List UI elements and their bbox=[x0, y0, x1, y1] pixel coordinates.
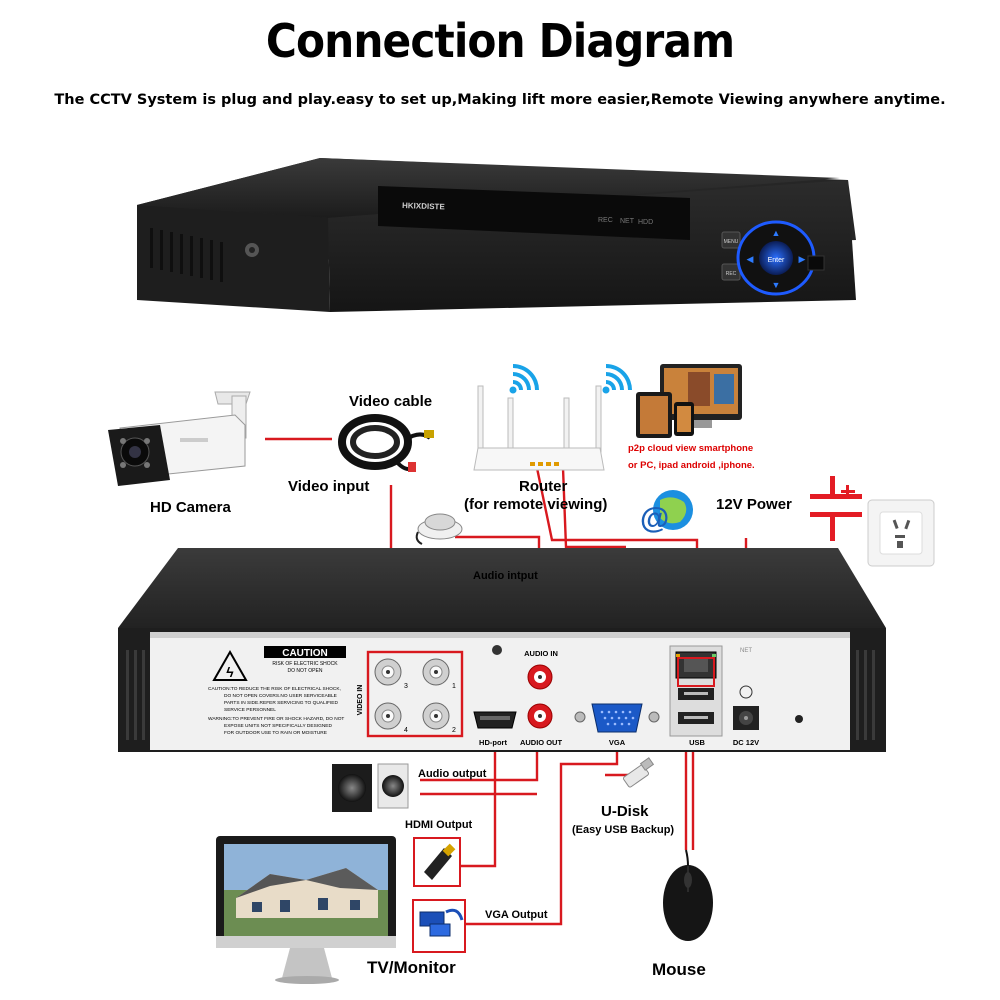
caution-text-line: WARNING:TO PREVENT FIRE OR SHOCK HAZARD,… bbox=[208, 716, 344, 722]
caution-text-line: EXPOSE UNITS NOT SPECIFICALLY DESIGNED bbox=[224, 723, 332, 729]
usb-label: USB bbox=[689, 738, 705, 747]
dvr-indicator-rec: REC bbox=[598, 217, 613, 224]
u-disk-sub-label: (Easy USB Backup) bbox=[572, 824, 675, 836]
hdmi-output-label: HDMI Output bbox=[405, 819, 473, 831]
power-label: 12V Power bbox=[716, 496, 792, 513]
audio-ports: AUDIO IN AUDIO OUT bbox=[520, 649, 563, 747]
hd-port-label: HD-port bbox=[479, 738, 507, 747]
mouse-label: Mouse bbox=[652, 960, 706, 979]
vga-port: VGA bbox=[574, 703, 660, 747]
caution-title: CAUTION bbox=[282, 648, 328, 659]
hdmi-cable-icon bbox=[413, 837, 461, 887]
net-label: NET bbox=[740, 648, 752, 654]
caution-subtitle-2: DO NOT OPEN bbox=[288, 668, 323, 674]
monitor-icon bbox=[216, 836, 396, 984]
caution-text-line: FOR OUTDOOR USE TO RAIN OR MOISTURE bbox=[224, 730, 327, 736]
u-disk-label: U-Disk bbox=[601, 803, 649, 820]
net-usb-ports: NET USB bbox=[669, 645, 752, 747]
internet-globe-icon: @ bbox=[640, 490, 693, 535]
wall-outlet-icon bbox=[867, 499, 935, 567]
caution-text-line: DO NOT OPEN COVERS.NO USER SERVICEABLE bbox=[224, 693, 337, 699]
dvr-front-unit: HKIXDISTE REC NET HDD MENU REC Enter ▲ ▼… bbox=[137, 158, 856, 312]
usb-disk-icon bbox=[623, 757, 655, 788]
dvr-brand-text: HKIXDISTE bbox=[402, 201, 446, 212]
video-in-ports: VIDEO IN 3 1 4 2 bbox=[357, 650, 464, 738]
vga-cable-icon bbox=[412, 899, 466, 953]
vga-label: VGA bbox=[609, 738, 626, 747]
dvr-menu-button: MENU bbox=[724, 239, 739, 245]
bnc-number: 2 bbox=[452, 727, 456, 734]
dc12v-label: DC 12V bbox=[733, 738, 759, 747]
audio-out-label: AUDIO OUT bbox=[520, 738, 563, 747]
svg-text:▲: ▲ bbox=[772, 228, 781, 238]
tv-monitor-label: TV/Monitor bbox=[367, 958, 456, 977]
dvr-indicator-hdd: HDD bbox=[638, 219, 653, 226]
wifi-icon bbox=[602, 364, 632, 394]
devices-icon bbox=[636, 364, 742, 438]
svg-text:ϟ: ϟ bbox=[226, 664, 234, 680]
svg-text:@: @ bbox=[640, 502, 669, 535]
caution-text-line: PARTS IN SIDE.REFER SERVICING TO QUALIFI… bbox=[224, 700, 338, 706]
video-cable-label: Video cable bbox=[349, 393, 433, 410]
diagram-subtitle: The CCTV System is plug and play.easy to… bbox=[54, 92, 946, 108]
dvr-enter-button: Enter bbox=[768, 257, 785, 264]
hdmi-port: HD-port bbox=[473, 711, 517, 747]
video-cable-icon bbox=[338, 414, 434, 472]
speakers-icon bbox=[332, 763, 409, 812]
vga-output-label: VGA Output bbox=[485, 909, 548, 921]
p2p-label-line2: or PC, ipad android ,iphone. bbox=[628, 460, 755, 471]
dc-power-port: DC 12V bbox=[733, 685, 759, 747]
caution-text-line: CAUTION:TO REDUCE THE RISK OF ELECTRICAL… bbox=[208, 686, 341, 692]
power-symbol-icon bbox=[810, 476, 862, 541]
mouse-icon bbox=[663, 849, 713, 941]
caution-text-line: SERVICE PERSONNEL bbox=[224, 707, 276, 713]
wifi-icon bbox=[509, 364, 539, 394]
video-input-label: Video input bbox=[288, 478, 370, 495]
audio-output-label: Audio output bbox=[418, 768, 487, 780]
router-icon bbox=[473, 385, 605, 471]
audio-in-label: AUDIO IN bbox=[524, 649, 558, 658]
p2p-label-line1: p2p cloud view smartphone bbox=[628, 443, 754, 454]
svg-text:◀: ◀ bbox=[747, 254, 754, 264]
caution-subtitle-1: RISK OF ELECTRIC SHOCK bbox=[272, 661, 338, 667]
bnc-number: 3 bbox=[404, 683, 408, 690]
svg-text:▶: ▶ bbox=[799, 254, 806, 264]
router-label: Router bbox=[519, 478, 568, 495]
audio-input-label: Audio intput bbox=[473, 570, 538, 582]
diagram-title: Connection Diagram bbox=[265, 14, 735, 68]
bnc-number: 4 bbox=[404, 727, 408, 734]
svg-text:▼: ▼ bbox=[772, 280, 781, 290]
video-in-label: VIDEO IN bbox=[357, 685, 364, 716]
hd-camera-label: HD Camera bbox=[150, 499, 231, 516]
audio-microphone-icon bbox=[415, 513, 463, 545]
dvr-rec-button: REC bbox=[726, 271, 737, 277]
bnc-number: 1 bbox=[452, 683, 456, 690]
hd-camera-icon bbox=[108, 391, 251, 486]
caution-label: ϟ CAUTION RISK OF ELECTRIC SHOCK DO NOT … bbox=[208, 646, 346, 736]
dvr-indicator-net: NET bbox=[620, 218, 635, 225]
router-sub-label: (for remote viewing) bbox=[464, 496, 608, 513]
